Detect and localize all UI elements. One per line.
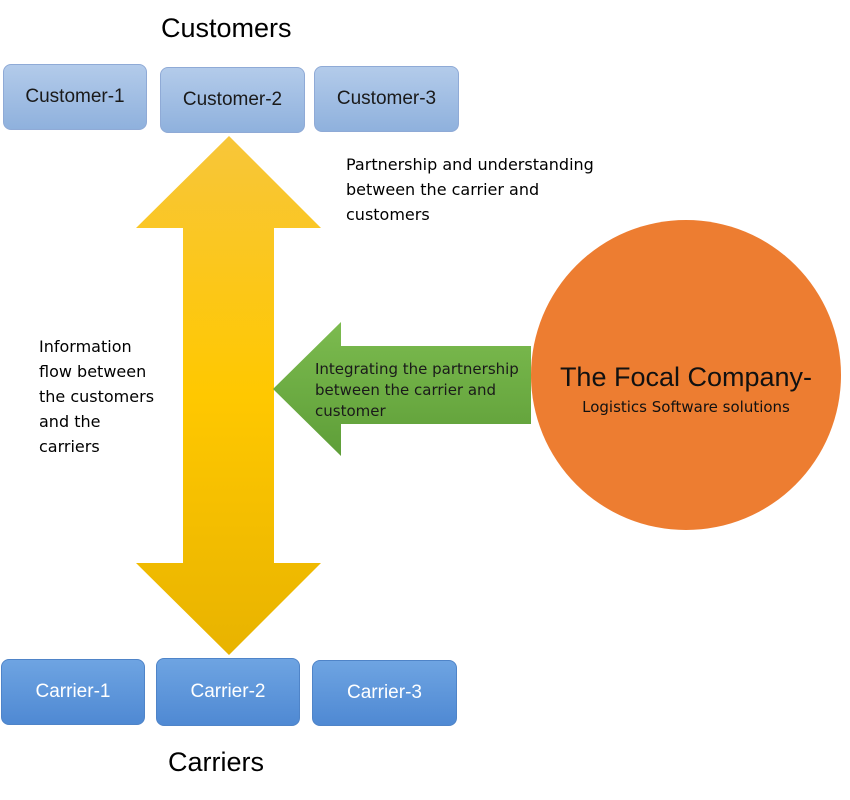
partnership-note-line: between the carrier and <box>346 180 540 199</box>
customers-heading: Customers <box>161 13 292 43</box>
focal-company-subtitle: Logistics Software solutions <box>582 398 790 416</box>
focal-company-circle <box>531 220 841 530</box>
integrating-note-line: between the carrier and <box>315 381 497 399</box>
integrating-note-line: Integrating the partnership <box>315 360 519 378</box>
partnership-note-line: Partnership and understanding <box>346 155 594 174</box>
information-flow-note-line: and the <box>39 412 101 431</box>
carriers-heading: Carriers <box>168 747 265 777</box>
partnership-note-line: customers <box>346 205 430 224</box>
carrier-2-box: Carrier-2 <box>156 658 300 726</box>
information-flow-arrow <box>136 136 321 655</box>
customer-2-box: Customer-2 <box>160 67 305 133</box>
information-flow-note-line: flow between <box>39 362 147 381</box>
information-flow-note: Information flow between the customers a… <box>39 334 154 459</box>
focal-company-title: The Focal Company- <box>559 362 813 392</box>
integrating-note: Integrating the partnership between the … <box>315 359 519 422</box>
information-flow-note-line: the customers <box>39 387 155 406</box>
integrating-note-line: customer <box>315 402 386 420</box>
carrier-1-box: Carrier-1 <box>1 659 145 725</box>
information-flow-note-line: carriers <box>39 437 100 456</box>
integration-arrow <box>273 322 531 456</box>
customer-3-box: Customer-3 <box>314 66 459 132</box>
partnership-note: Partnership and understanding between th… <box>346 152 594 227</box>
customer-1-box: Customer-1 <box>3 64 147 130</box>
information-flow-note-line: Information <box>39 337 132 356</box>
carrier-3-box: Carrier-3 <box>312 660 457 726</box>
